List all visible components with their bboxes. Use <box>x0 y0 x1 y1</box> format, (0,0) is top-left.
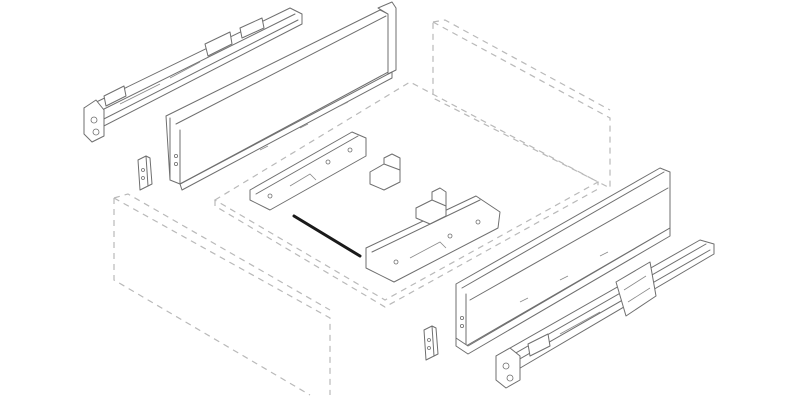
front-panel <box>113 193 331 396</box>
left-runner <box>83 7 303 143</box>
rear-panel <box>432 19 611 189</box>
right-drawer-side <box>455 167 671 355</box>
cross-stabiliser-rod <box>292 214 362 258</box>
left-front-bracket <box>137 155 153 191</box>
bottom-panel <box>213 81 600 308</box>
right-runner <box>495 239 715 389</box>
right-front-bracket <box>423 325 439 361</box>
rear-fixing-brackets <box>249 131 501 283</box>
left-drawer-side <box>165 1 397 191</box>
connector-clips <box>369 153 447 225</box>
